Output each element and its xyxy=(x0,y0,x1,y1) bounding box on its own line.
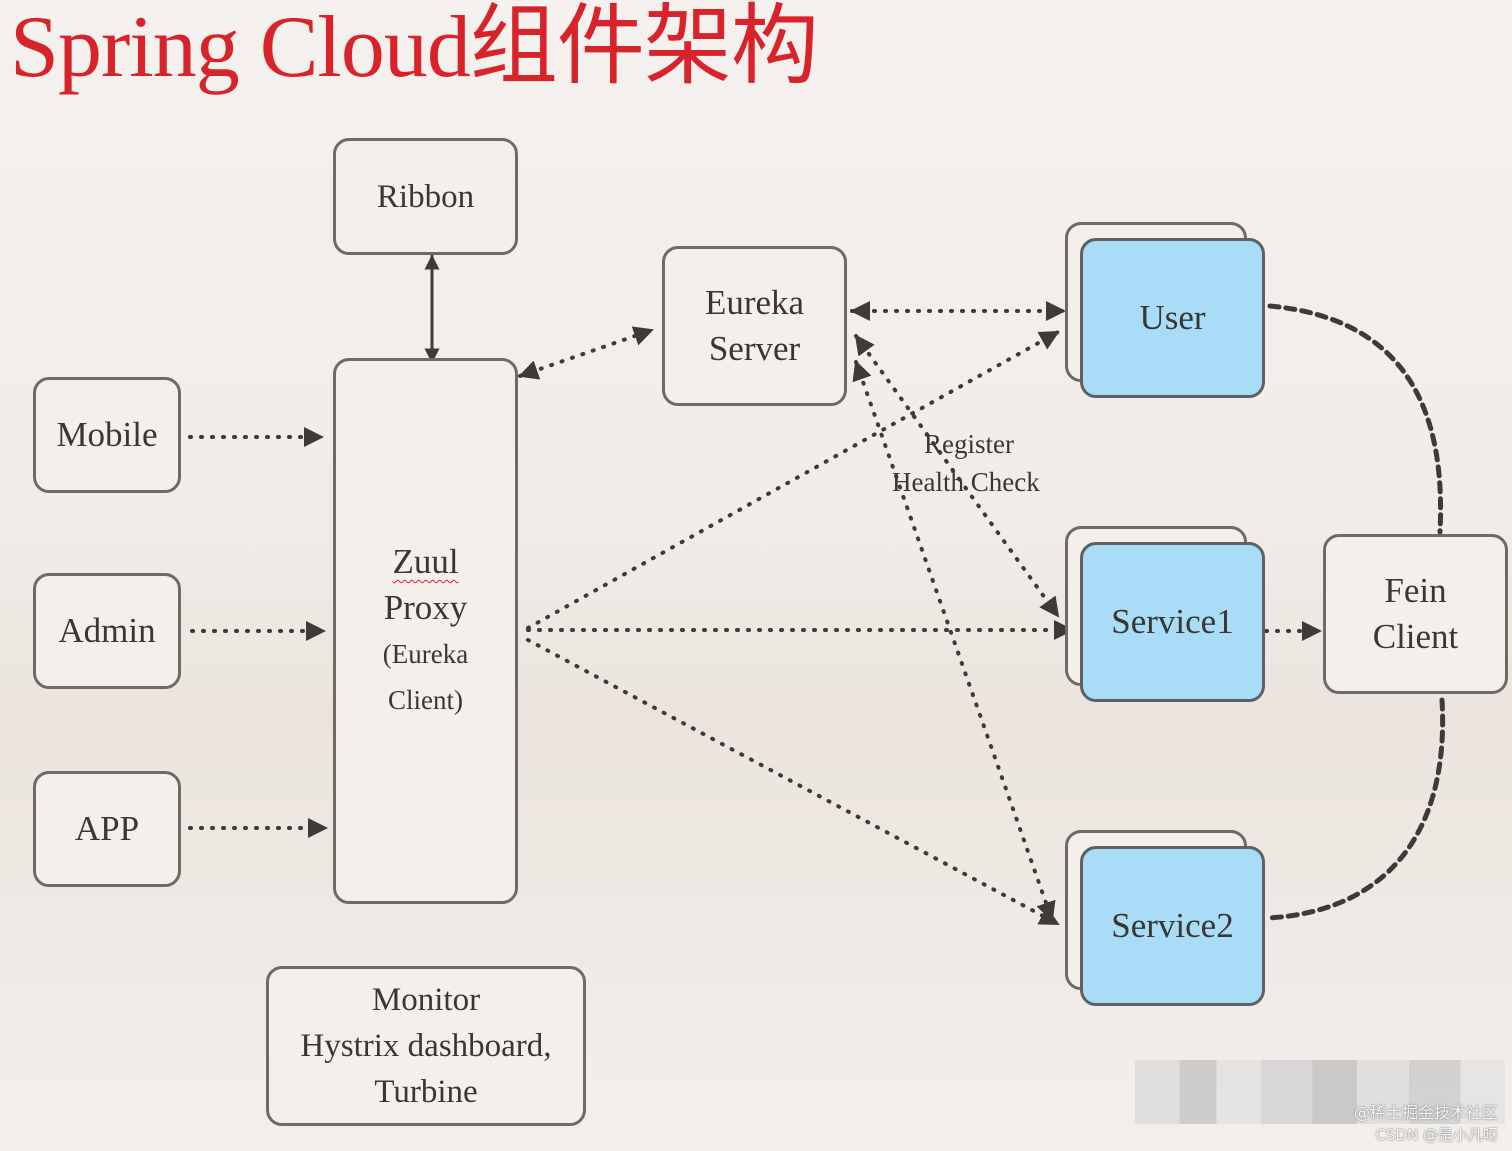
edge-eureka-service2 xyxy=(852,360,1056,922)
edge-fein-user xyxy=(1267,303,1444,535)
app-node: APP xyxy=(33,771,181,887)
service1-node: Service1 xyxy=(1080,542,1265,702)
monitor-label-line2: Hystrix dashboard, xyxy=(300,1028,552,1064)
service1-label: Service1 xyxy=(1111,602,1234,641)
monitor-label-line3: Turbine xyxy=(374,1074,478,1110)
page-title: Spring Cloud组件架构 xyxy=(10,0,819,96)
app-label: APP xyxy=(74,809,140,848)
service2-node: Service2 xyxy=(1080,846,1265,1006)
edge-zuul-service2 xyxy=(526,638,1060,926)
edge-zuul-eureka xyxy=(518,326,654,380)
edge-label-register: Register xyxy=(924,429,1014,459)
eureka-label-line2: Server xyxy=(708,329,801,368)
service2-label: Service2 xyxy=(1111,906,1234,945)
monitor-label-line1: Monitor xyxy=(371,982,481,1018)
zuul-label-line4: Client) xyxy=(388,685,463,715)
edge-fein-service2 xyxy=(1265,697,1446,921)
watermark-line2: CSDN @是小凡呀 xyxy=(1375,1126,1498,1144)
admin-label: Admin xyxy=(58,611,156,650)
mobile-node: Mobile xyxy=(33,377,181,493)
fein-client-node: Fein Client xyxy=(1323,534,1508,694)
watermark-line1: @稀土掘金技术社区 xyxy=(1353,1103,1498,1122)
monitor-node: Monitor Hystrix dashboard, Turbine xyxy=(266,966,586,1126)
zuul-label-line1: Zuul xyxy=(392,542,459,581)
eureka-label-line1: Eureka xyxy=(704,283,805,322)
zuul-proxy-node: Zuul Proxy (Eureka Client) xyxy=(333,358,518,904)
ribbon-node: Ribbon xyxy=(333,138,518,255)
edge-label-health-check: Health Check xyxy=(892,467,1040,497)
fein-label-line1: Fein xyxy=(1384,571,1447,610)
admin-node: Admin xyxy=(33,573,181,689)
user-node: User xyxy=(1080,238,1265,398)
watermark-mosaic xyxy=(1135,1060,1505,1124)
ribbon-label: Ribbon xyxy=(376,178,475,215)
zuul-label-line3: (Eureka xyxy=(382,639,469,669)
fein-label-line2: Client xyxy=(1372,617,1459,656)
eureka-server-node: Eureka Server xyxy=(662,246,847,406)
zuul-label-line2: Proxy xyxy=(383,588,468,627)
mobile-label: Mobile xyxy=(56,415,158,454)
user-label: User xyxy=(1139,298,1206,337)
